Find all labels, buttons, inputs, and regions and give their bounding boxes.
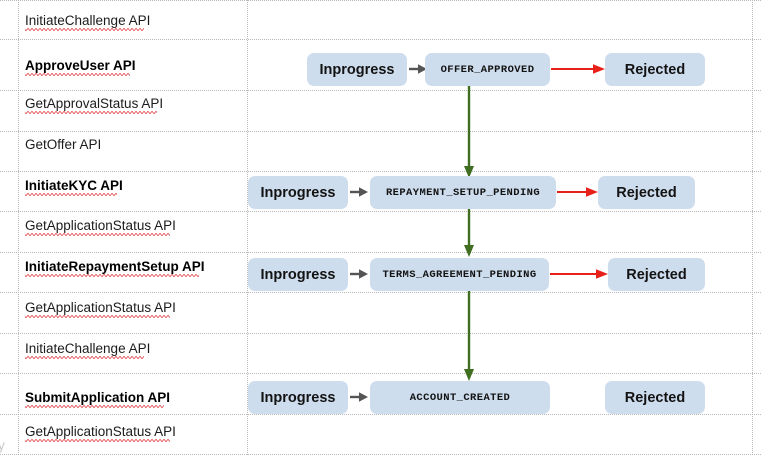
api-row-label-initiaterepaymentsetup: InitiateRepaymentSetup API (25, 259, 205, 277)
arrow-inprogress-to-state-2 (350, 187, 368, 197)
api-row-label-getoffer: GetOffer API (25, 137, 101, 152)
node-label: Inprogress (260, 184, 336, 201)
node-inprogress-4[interactable]: Inprogress (248, 381, 348, 414)
table-row (0, 212, 761, 253)
api-label-text: GetApprovalStatus API (25, 96, 164, 114)
table-row (0, 293, 761, 334)
node-label: Inprogress (260, 266, 336, 283)
arrow-green-terms-agreement-to-account-created (464, 291, 474, 381)
arrow-inprogress-to-state-4 (350, 392, 368, 402)
api-label-text: GetApplicationStatus API (25, 218, 176, 236)
api-row-label-getapplicationstatus-2: GetApplicationStatus API (25, 300, 176, 318)
arrow-green-repayment-setup-to-terms-agreement (464, 209, 474, 257)
grid-divider-left (18, 0, 19, 455)
api-row-label-getapprovalstatus: GetApprovalStatus API (25, 96, 164, 114)
table-row (0, 132, 761, 172)
table-row (0, 374, 761, 415)
node-label: REPAYMENT_SETUP_PENDING (385, 186, 541, 199)
api-row-label-initiatekyc: InitiateKYC API (25, 178, 123, 196)
table-row (0, 0, 761, 40)
node-state-terms-agreement-pending[interactable]: TERMS_AGREEMENT_PENDING (370, 258, 549, 291)
node-label: Inprogress (260, 389, 336, 406)
arrow-green-offer-approved-to-repayment-setup (464, 86, 474, 178)
node-inprogress-1[interactable]: Inprogress (307, 53, 407, 86)
node-rejected-2[interactable]: Rejected (598, 176, 695, 209)
node-rejected-1[interactable]: Rejected (605, 53, 705, 86)
grid-divider-middle (247, 0, 248, 455)
table-row (0, 40, 761, 91)
node-label: Rejected (624, 61, 686, 78)
api-row-label-initiatechallenge-2: InitiateChallenge API (25, 341, 151, 359)
node-label: Inprogress (319, 61, 395, 78)
api-label-text: GetApplicationStatus API (25, 424, 176, 442)
node-label: OFFER_APPROVED (440, 63, 535, 76)
api-label-text: InitiateKYC API (25, 178, 123, 196)
table-row (0, 415, 761, 455)
api-label-text: InitiateRepaymentSetup API (25, 259, 205, 277)
api-label-text: InitiateChallenge API (25, 13, 151, 31)
arrow-state-to-rejected-1 (551, 64, 605, 74)
api-label-text: InitiateChallenge API (25, 341, 151, 359)
api-row-label-approveuser: ApproveUser API (25, 58, 136, 76)
api-label-text: SubmitApplication API (25, 390, 170, 408)
node-inprogress-2[interactable]: Inprogress (248, 176, 348, 209)
grid-divider-right (752, 0, 753, 455)
table-row (0, 334, 761, 374)
table-row (0, 172, 761, 212)
api-row-label-initiatechallenge-1: InitiateChallenge API (25, 13, 151, 31)
arrow-state-to-rejected-2 (557, 187, 598, 197)
node-rejected-4[interactable]: Rejected (605, 381, 705, 414)
table-row (0, 91, 761, 132)
api-row-label-getapplicationstatus-3: GetApplicationStatus API (25, 424, 176, 442)
node-label: Rejected (624, 389, 686, 406)
api-label-text: GetOffer API (25, 137, 102, 152)
node-label: Rejected (616, 184, 677, 201)
arrow-inprogress-to-state-3 (350, 269, 368, 279)
node-rejected-3[interactable]: Rejected (608, 258, 705, 291)
arrow-state-to-rejected-3 (550, 269, 608, 279)
node-state-offer-approved[interactable]: OFFER_APPROVED (425, 53, 550, 86)
node-state-repayment-setup-pending[interactable]: REPAYMENT_SETUP_PENDING (370, 176, 556, 209)
api-label-text: ApproveUser API (25, 58, 136, 76)
node-label: TERMS_AGREEMENT_PENDING (382, 268, 537, 281)
node-label: ACCOUNT_CREATED (409, 391, 511, 404)
arrow-inprogress-to-state-1 (409, 64, 427, 74)
node-state-account-created[interactable]: ACCOUNT_CREATED (370, 381, 550, 414)
api-row-label-getapplicationstatus-1: GetApplicationStatus API (25, 218, 176, 236)
table-row (0, 253, 761, 293)
node-inprogress-3[interactable]: Inprogress (248, 258, 348, 291)
node-label: Rejected (626, 266, 687, 283)
stray-glyph: y (0, 438, 5, 453)
api-row-label-submitapplication: SubmitApplication API (25, 390, 170, 408)
api-label-text: GetApplicationStatus API (25, 300, 176, 318)
